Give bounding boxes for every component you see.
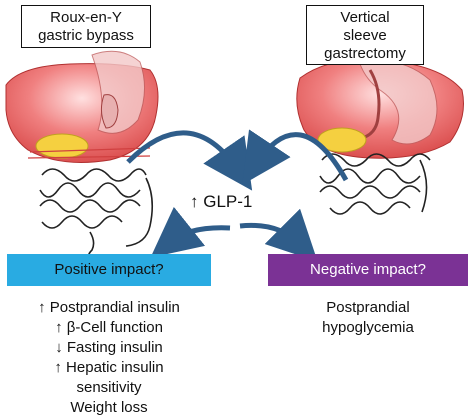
arrow-left-to-glp1 (126, 130, 253, 191)
arrow-glp1-to-positive (150, 206, 231, 258)
glp1-label: ↑ GLP-1 (190, 192, 253, 211)
negative-impact-box: Negative impact? (268, 254, 468, 286)
vsg-label: Vertical sleeve gastrectomy (306, 5, 424, 65)
stomach-pouch-left (100, 94, 119, 129)
rygb-anatomy (5, 50, 159, 261)
positive-item: ↓ Fasting insulin (55, 339, 163, 356)
bypass-limb-left (27, 147, 151, 159)
positive-impact-list: ↑ Postprandial insulin ↑ β-Cell function… (7, 298, 211, 418)
arrow-right-to-glp1 (242, 129, 349, 185)
arrow-glp1-to-negative (239, 208, 318, 262)
vsg-label-line-1: Vertical (340, 9, 390, 26)
intestines-right (319, 153, 431, 215)
gallbladder-right (317, 127, 367, 153)
positive-item: ↑ Postprandial insulin (38, 299, 180, 316)
sleeve-right (361, 69, 381, 140)
negative-item: Postprandial (326, 299, 410, 316)
negative-impact-list: Postprandial hypoglycemia (268, 298, 468, 338)
gallbladder-left (35, 133, 89, 159)
positive-item: ↑ β-Cell function (55, 319, 163, 336)
positive-item: ↑ Hepatic insulin (54, 359, 164, 376)
vsg-anatomy (296, 58, 464, 215)
negative-item: hypoglycemia (322, 319, 414, 336)
vsg-label-line-2: sleeve (343, 27, 387, 44)
vsg-label-line-3: gastrectomy (324, 45, 406, 62)
intestines-left (39, 168, 154, 261)
rygb-label: Roux-en-Y gastric bypass (21, 5, 151, 48)
positive-impact-box: Positive impact? (7, 254, 211, 286)
positive-item: sensitivity (76, 379, 142, 396)
rygb-label-line-1: Roux-en-Y (50, 9, 122, 26)
rygb-label-line-2: gastric bypass (38, 27, 134, 44)
positive-item: Weight loss (70, 399, 148, 416)
